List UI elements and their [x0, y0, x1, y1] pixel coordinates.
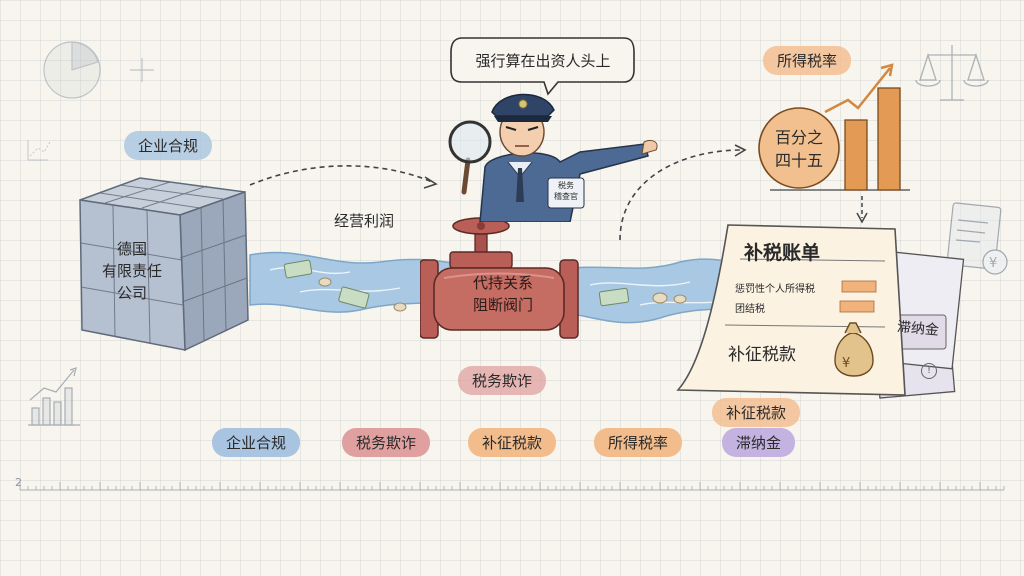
pie-chart-icon — [43, 41, 154, 99]
tax-rate-chart — [758, 63, 910, 191]
tax-inspector-figure — [448, 93, 658, 222]
graph-sketch-icon — [27, 140, 51, 161]
bill-line-penalty-tax: 惩罚性个人所得税 — [735, 284, 815, 295]
arrow-head-icon — [856, 212, 868, 224]
rate-circle-line1: 百分之 — [774, 128, 823, 147]
rate-bar — [844, 119, 868, 191]
label-tax-fraud: 税务欺诈 — [458, 366, 547, 395]
valve-label-line1: 代持关系 — [472, 274, 533, 292]
legend-item: 补征税款 — [468, 428, 557, 457]
legend-item: 企业合规 — [212, 428, 301, 457]
legend-item: 税务欺诈 — [342, 428, 431, 457]
money-bag-icon — [834, 322, 874, 377]
label-business-profit: 经营利润 — [334, 212, 395, 230]
rate-circle-label: 百分之 四十五 — [759, 126, 839, 172]
bill-back-tax: 补征税款 — [728, 345, 796, 365]
trend-line-icon — [824, 67, 891, 114]
bar-chart-sketch-icon — [28, 367, 80, 426]
company-cube — [79, 177, 249, 352]
bill-line-solidarity-tax: 团结税 — [735, 304, 765, 315]
yen-symbol: ¥ — [842, 356, 851, 371]
magnifier-icon — [448, 120, 492, 195]
cube-label-line3: 公司 — [116, 284, 147, 302]
warning-icon: ! — [921, 363, 937, 379]
arrow-head-icon — [734, 144, 747, 157]
trend-arrow-icon — [880, 63, 894, 77]
valve-label: 代持关系 阻断阀门 — [448, 272, 558, 316]
bill-late-fee: 滞纳金 — [896, 319, 940, 339]
speech-bubble — [450, 37, 635, 96]
badge-line2: 稽查官 — [554, 192, 578, 201]
label-back-tax: 补征税款 — [712, 398, 801, 427]
rate-circle — [758, 107, 840, 189]
document-sketch-icon: ¥ — [946, 202, 1008, 275]
banknote-icon — [283, 259, 630, 309]
cube-label: 德国 有限责任 公司 — [92, 238, 172, 304]
coin-icon — [318, 277, 687, 312]
legend-item: 所得税率 — [594, 428, 683, 457]
valve-label-line2: 阻断阀门 — [472, 296, 533, 314]
svg-text:¥: ¥ — [989, 256, 997, 271]
rate-bar — [877, 87, 901, 191]
ruler-mark: 2 — [15, 476, 22, 489]
valve-pipe — [420, 217, 579, 339]
inspector-badge: 税务 稽查官 — [548, 180, 584, 202]
cube-label-line1: 德国 — [116, 240, 147, 258]
rate-circle-line2: 四十五 — [774, 151, 823, 170]
legend-item: 滞纳金 — [722, 428, 796, 457]
label-compliance: 企业合规 — [124, 131, 213, 160]
tax-bill — [676, 224, 965, 399]
arrow-head-icon — [423, 176, 438, 189]
speech-text: 强行算在出资人头上 — [475, 52, 611, 70]
label-income-tax-rate: 所得税率 — [763, 46, 852, 75]
cube-label-line2: 有限责任 — [101, 262, 162, 280]
bill-title: 补税账单 — [744, 242, 821, 264]
scales-icon — [915, 45, 989, 101]
badge-line1: 税务 — [558, 181, 574, 190]
